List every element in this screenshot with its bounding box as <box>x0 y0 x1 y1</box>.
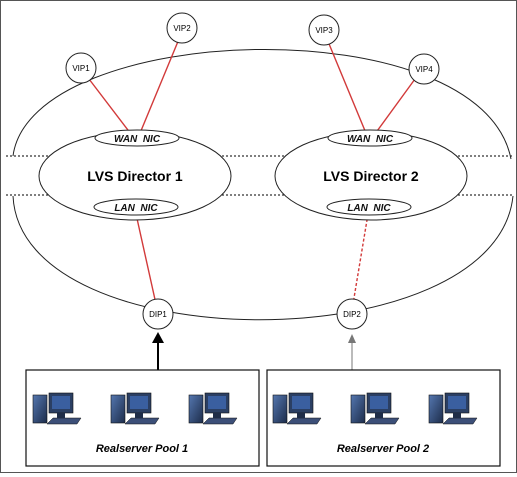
server-screen <box>370 396 388 409</box>
server-screen <box>292 396 310 409</box>
dip1-label: DIP1 <box>149 310 167 319</box>
server-screen <box>130 396 148 409</box>
server-keyboard <box>46 417 82 425</box>
realserver-icon[interactable] <box>32 392 82 425</box>
server-tower <box>272 394 288 424</box>
realserver-icon[interactable] <box>272 392 322 425</box>
vip2-node[interactable]: VIP2 <box>166 12 198 44</box>
realserver-pool-1-label: Realserver Pool 1 <box>96 443 188 455</box>
link-lan1-dip1 <box>135 213 157 305</box>
server-tower <box>428 394 444 424</box>
dip2-node[interactable]: DIP2 <box>336 298 368 330</box>
director-1-label: LVS Director 1 <box>87 168 183 184</box>
link-vip4-wan2 <box>371 78 416 139</box>
director-2-node[interactable]: WAN NIC LVS Director 2 LAN NIC <box>274 129 468 221</box>
vip1-label: VIP1 <box>72 64 90 73</box>
director-1-wan-nic-label: WAN NIC <box>114 134 161 145</box>
pool1-arrow <box>152 332 164 370</box>
realserver-icon[interactable] <box>428 392 478 425</box>
dip1-node[interactable]: DIP1 <box>142 298 174 330</box>
link-vip1-wan1 <box>88 78 135 139</box>
link-vip3-wan2 <box>326 38 369 139</box>
server-keyboard <box>364 417 400 425</box>
server-keyboard <box>286 417 322 425</box>
director-1-node[interactable]: WAN NIC LVS Director 1 LAN NIC <box>38 129 232 221</box>
director-1-wan-nic <box>94 129 180 147</box>
server-base <box>453 413 461 418</box>
server-tower <box>110 394 126 424</box>
director-2-wan-nic-label: WAN NIC <box>347 134 394 145</box>
server-screen <box>448 396 466 409</box>
pool2-arrow <box>348 334 356 370</box>
server-keyboard <box>202 417 238 425</box>
lan-network-ring <box>12 195 514 321</box>
vip2-label: VIP2 <box>173 24 191 33</box>
realserver-icon[interactable] <box>188 392 238 425</box>
vip1-node[interactable]: VIP1 <box>65 52 97 84</box>
wan-network-ring <box>12 49 512 160</box>
server-screen <box>208 396 226 409</box>
director-1-lan-nic <box>93 198 179 216</box>
server-base <box>213 413 221 418</box>
server-screen <box>52 396 70 409</box>
realserver-icon[interactable] <box>110 392 160 425</box>
vip4-label: VIP4 <box>415 65 433 74</box>
realserver-icon[interactable] <box>350 392 400 425</box>
server-base <box>375 413 383 418</box>
director-2-wan-nic <box>327 129 413 147</box>
vip3-node[interactable]: VIP3 <box>308 14 340 46</box>
director-2-lan-nic <box>326 198 412 216</box>
server-base <box>297 413 305 418</box>
director-2-lan-nic-label: LAN NIC <box>347 203 391 214</box>
dip2-label: DIP2 <box>343 310 361 319</box>
vip3-label: VIP3 <box>315 26 333 35</box>
realserver-pool-2-label: Realserver Pool 2 <box>337 443 429 455</box>
link-vip2-wan1 <box>137 38 180 139</box>
server-base <box>135 413 143 418</box>
server-tower <box>188 394 204 424</box>
server-keyboard <box>124 417 160 425</box>
server-tower <box>32 394 48 424</box>
server-keyboard <box>442 417 478 425</box>
vip-links <box>88 38 416 305</box>
realserver-icons <box>32 392 478 425</box>
server-base <box>57 413 65 418</box>
vip4-node[interactable]: VIP4 <box>408 53 440 85</box>
director-2-label: LVS Director 2 <box>323 168 419 184</box>
link-lan2-dip2 <box>352 213 369 305</box>
director-1-lan-nic-label: LAN NIC <box>114 203 158 214</box>
server-tower <box>350 394 366 424</box>
